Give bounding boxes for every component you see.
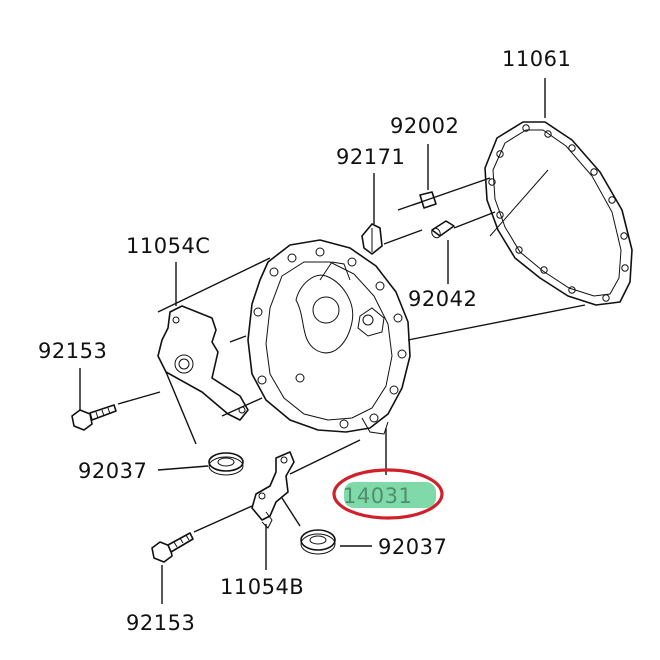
- gasket-11061: [484, 121, 633, 306]
- label-92037-left[interactable]: 92037: [78, 459, 147, 483]
- label-92037-right[interactable]: 92037: [378, 535, 447, 559]
- assembly-lines: [79, 78, 586, 604]
- label-92002[interactable]: 92002: [390, 114, 459, 138]
- grommet-92037-left: [208, 452, 244, 476]
- part-highlight: [332, 468, 444, 520]
- bolt-92002: [412, 191, 437, 209]
- label-92042[interactable]: 92042: [408, 287, 477, 311]
- label-92153-bottom[interactable]: 92153: [126, 611, 195, 635]
- dowel-pin-92042: [431, 220, 455, 239]
- label-14031[interactable]: 14031: [343, 484, 412, 508]
- part-labels: 11061 92002 92171 11054C 92042 92153 920…: [38, 47, 571, 635]
- label-11054c[interactable]: 11054C: [126, 234, 210, 258]
- bracket-11054c: [157, 305, 249, 421]
- bolt-92153-bottom: [151, 532, 194, 563]
- grommet-92037-right: [300, 529, 336, 555]
- clip-92171: [361, 223, 383, 255]
- label-92153-top[interactable]: 92153: [38, 339, 107, 363]
- label-11061[interactable]: 11061: [502, 47, 571, 71]
- bolt-92153-top: [71, 404, 117, 431]
- generator-cover-14031: [247, 239, 411, 435]
- label-11054b[interactable]: 11054B: [220, 575, 304, 599]
- bracket-11054b: [251, 451, 295, 529]
- label-92171[interactable]: 92171: [336, 145, 405, 169]
